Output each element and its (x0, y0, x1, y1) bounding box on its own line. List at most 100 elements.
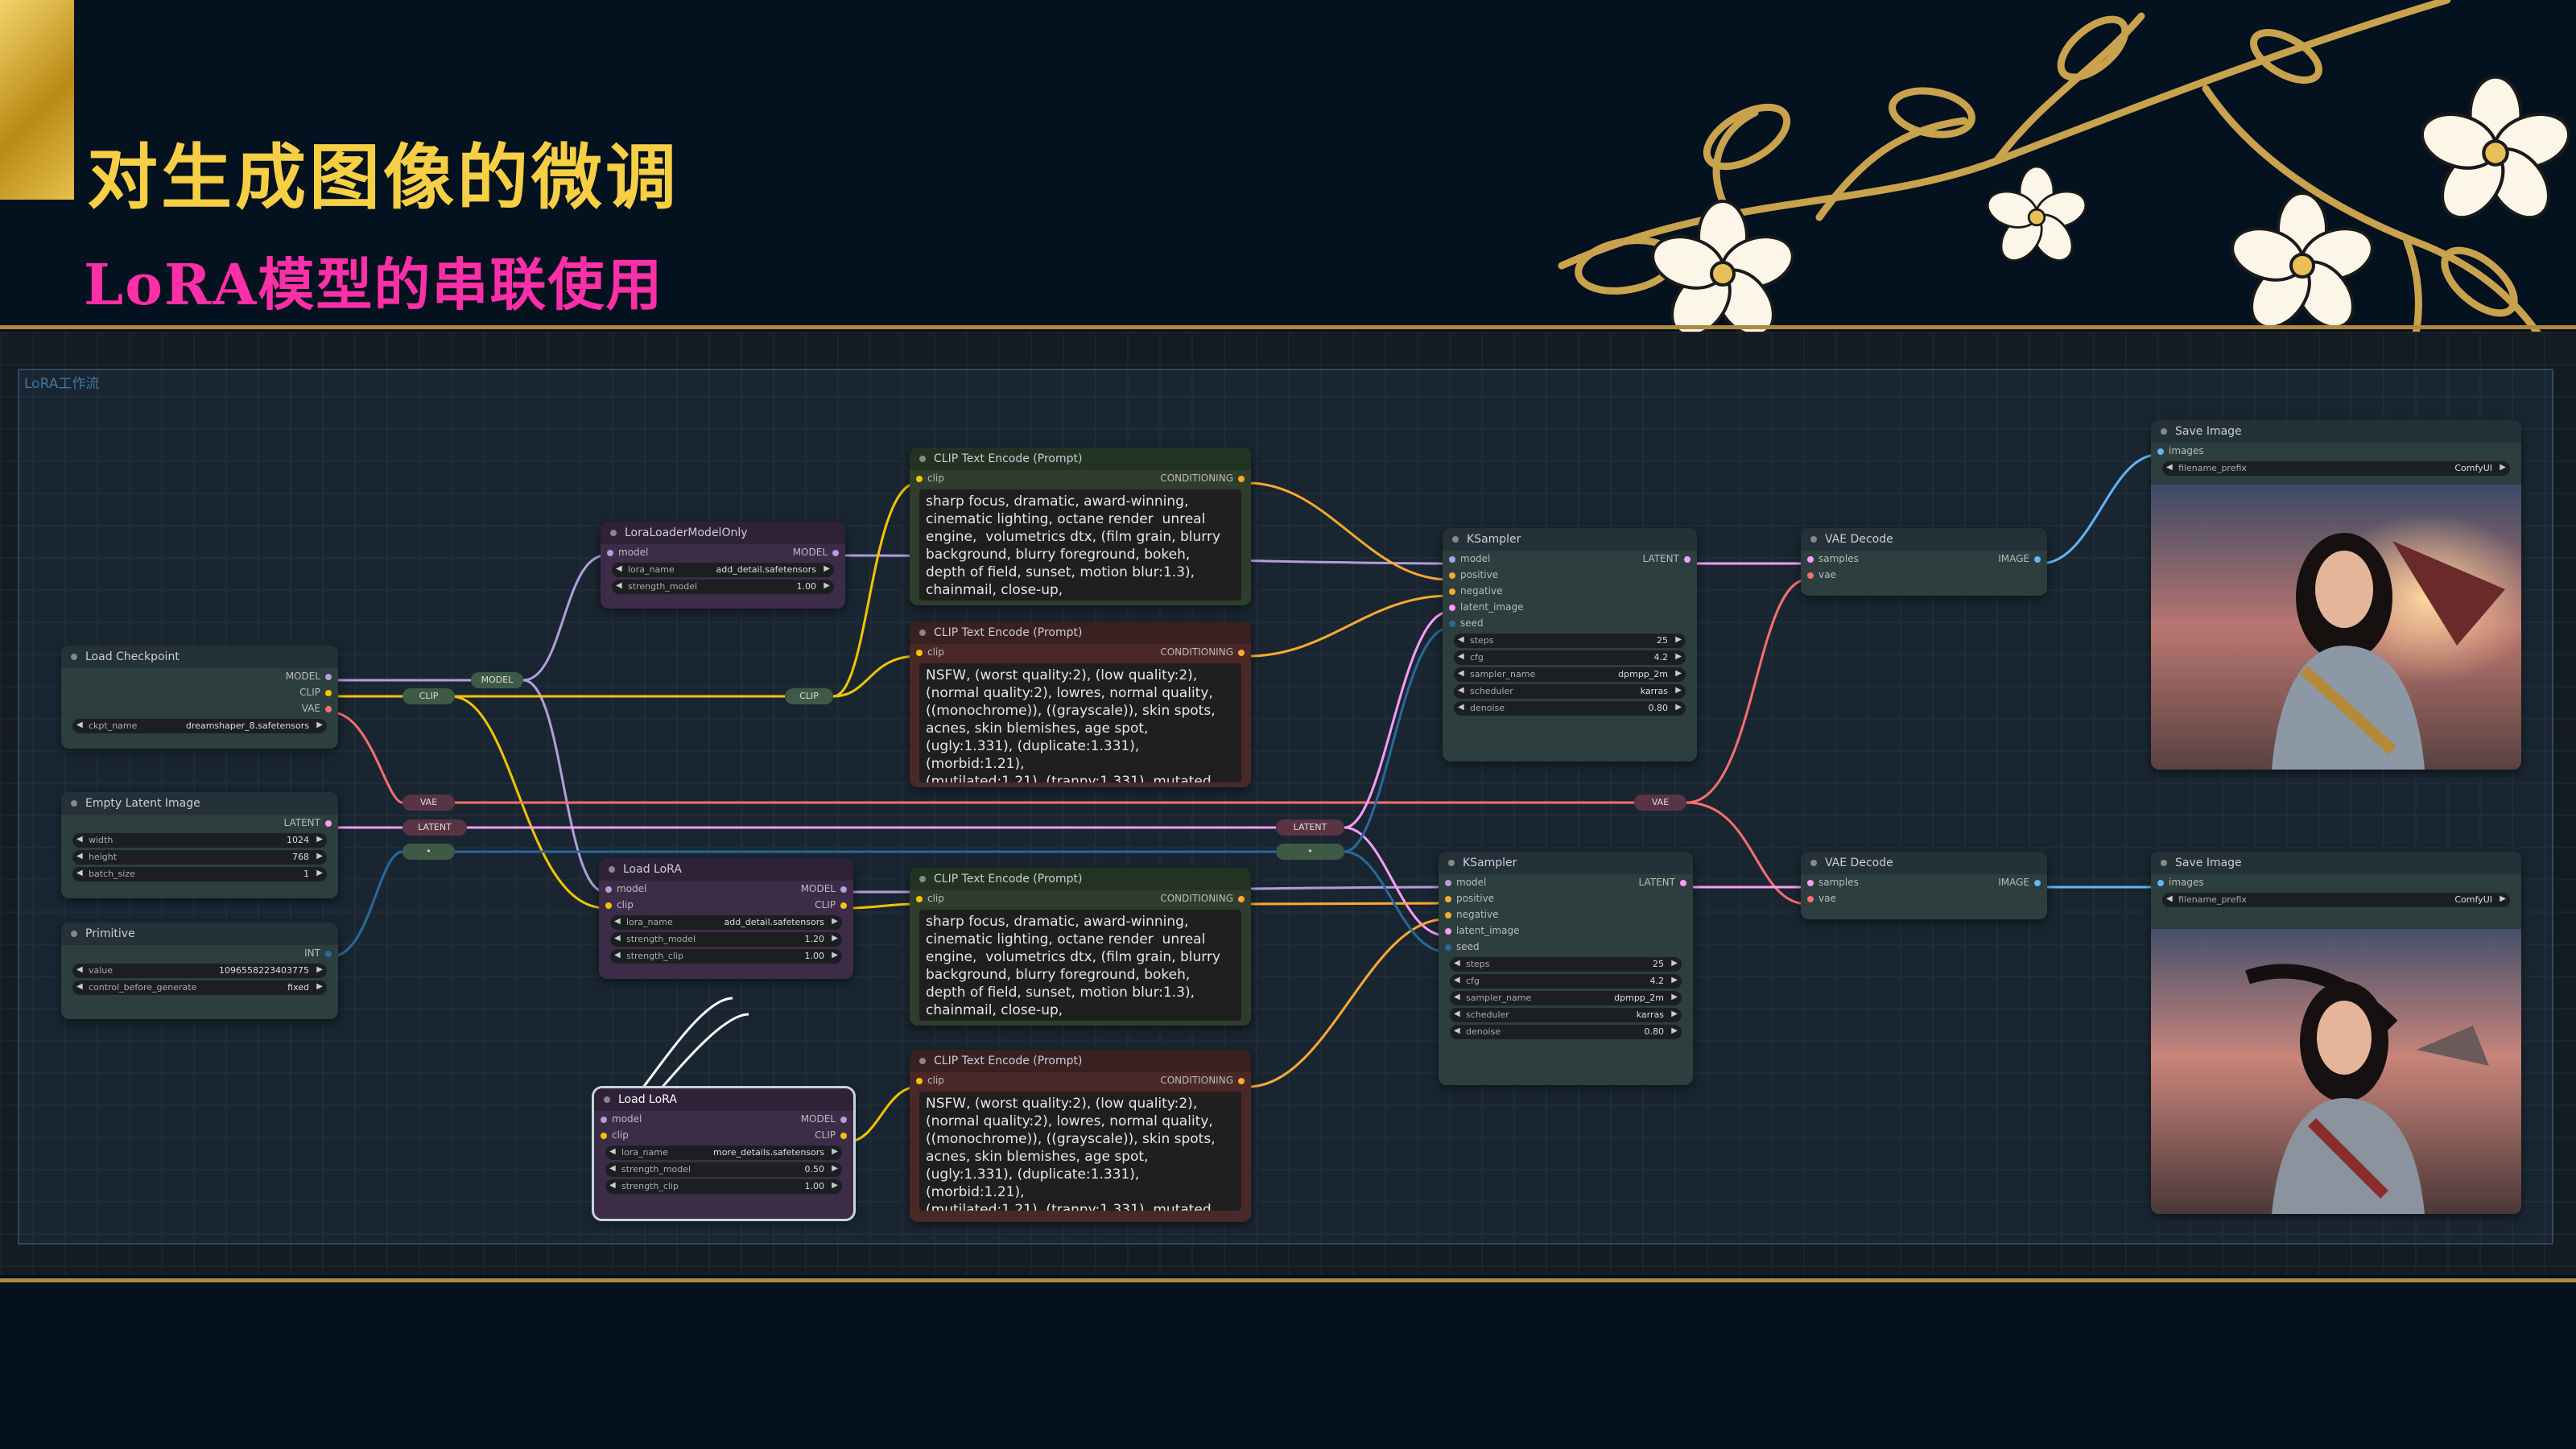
input-socket[interactable] (1807, 572, 1814, 579)
input-socket[interactable] (1807, 896, 1814, 902)
output-socket[interactable] (325, 820, 332, 827)
output-socket[interactable] (840, 1117, 847, 1123)
output-socket[interactable] (2034, 556, 2041, 563)
output-socket[interactable] (840, 886, 847, 893)
input-socket[interactable] (916, 896, 923, 902)
output-socket[interactable] (832, 550, 839, 556)
input-socket[interactable] (2157, 880, 2164, 886)
output-socket[interactable] (2034, 880, 2041, 886)
output-socket[interactable] (325, 951, 332, 957)
prompt-textarea[interactable]: sharp focus, dramatic, award-winning, ci… (919, 489, 1241, 601)
input-socket[interactable] (605, 886, 612, 893)
generated-image-preview[interactable] (2151, 929, 2521, 1214)
input-socket[interactable] (1449, 588, 1455, 595)
prompt-textarea[interactable]: NSFW, (worst quality:2), (low quality:2)… (919, 1092, 1241, 1211)
reroute-int[interactable]: • (402, 844, 455, 860)
output-socket[interactable] (1238, 896, 1245, 902)
reroute-vae[interactable]: VAE (402, 795, 455, 811)
input-socket[interactable] (607, 550, 613, 556)
output-socket[interactable] (840, 902, 847, 909)
output-socket[interactable] (840, 1133, 847, 1139)
node-load-checkpoint[interactable]: Load Checkpoint MODEL CLIP VAE ckpt_name… (61, 646, 338, 749)
input-socket[interactable] (1807, 556, 1814, 563)
input-socket[interactable] (601, 1133, 607, 1139)
output-socket[interactable] (1684, 556, 1690, 563)
output-socket[interactable] (1680, 880, 1686, 886)
output-socket[interactable] (1238, 1078, 1245, 1084)
output-socket[interactable] (325, 706, 332, 712)
reroute-vae-2[interactable]: VAE (1634, 795, 1686, 811)
input-socket[interactable] (1445, 896, 1451, 902)
prompt-textarea[interactable]: NSFW, (worst quality:2), (low quality:2)… (919, 663, 1241, 782)
input-socket[interactable] (1807, 880, 1814, 886)
input-socket[interactable] (916, 476, 923, 482)
reroute-clip-2[interactable]: CLIP (785, 688, 833, 704)
input-socket[interactable] (916, 650, 923, 656)
input-socket[interactable] (1445, 928, 1451, 935)
reroute-clip[interactable]: CLIP (402, 688, 455, 704)
input-socket[interactable] (916, 1078, 923, 1084)
input-socket[interactable] (605, 902, 612, 909)
input-socket[interactable] (1449, 556, 1455, 563)
reroute-latent-2[interactable]: LATENT (1276, 819, 1344, 836)
output-socket[interactable] (325, 674, 332, 680)
input-socket[interactable] (2157, 448, 2164, 455)
input-socket[interactable] (1445, 912, 1451, 919)
input-socket[interactable] (1445, 944, 1451, 951)
input-socket[interactable] (1445, 880, 1451, 886)
input-socket[interactable] (601, 1117, 607, 1123)
input-socket[interactable] (1449, 605, 1455, 611)
input-socket[interactable] (1449, 572, 1455, 579)
input-socket[interactable] (1449, 621, 1455, 627)
reroute-latent[interactable]: LATENT (402, 819, 467, 836)
prompt-textarea[interactable]: sharp focus, dramatic, award-winning, ci… (919, 910, 1241, 1021)
reroute-model[interactable]: MODEL (471, 672, 523, 688)
generated-image-preview[interactable] (2151, 485, 2521, 770)
reroute-int-2[interactable]: • (1276, 844, 1344, 860)
output-socket[interactable] (1238, 476, 1245, 482)
output-socket[interactable] (325, 690, 332, 696)
output-socket[interactable] (1238, 650, 1245, 656)
